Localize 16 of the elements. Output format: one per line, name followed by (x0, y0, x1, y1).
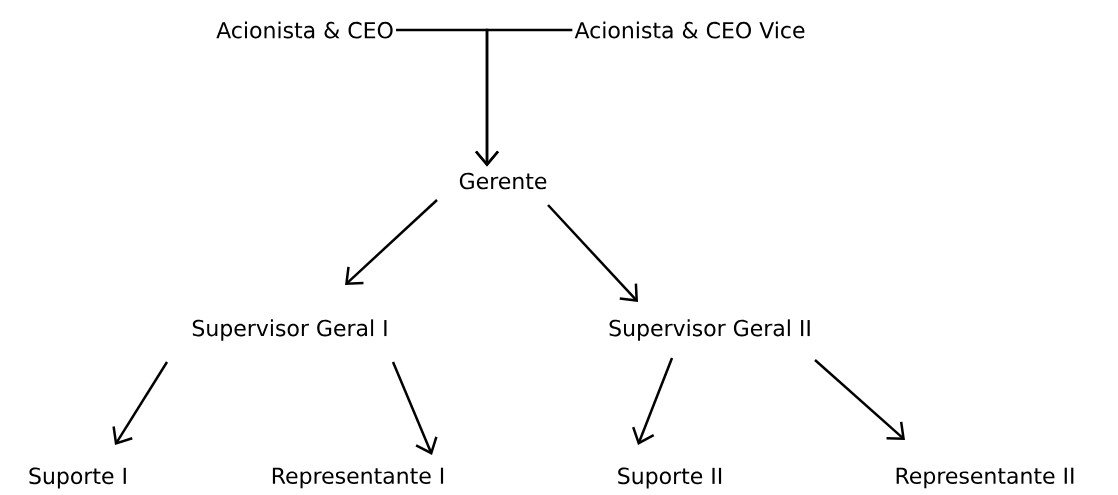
role-label: Supervisor Geral I (192, 319, 387, 341)
arrow (814, 359, 905, 440)
arrow (345, 199, 438, 285)
role-label: Acionista & CEO Vice (574, 21, 805, 39)
arrow (547, 204, 638, 302)
role-label: Gerente (459, 172, 547, 190)
role-label: Representante I (272, 467, 444, 489)
role-label: Suporte I (29, 467, 126, 489)
arrow (391, 361, 438, 455)
role-label: Supervisor Geral II (609, 319, 810, 341)
role-label: Acionista & CEO (216, 21, 393, 39)
arrow (632, 357, 674, 445)
role-label: Representante II (896, 467, 1074, 489)
arrow (112, 361, 169, 445)
role-label: Suporte II (618, 467, 722, 489)
arrow (475, 28, 573, 167)
